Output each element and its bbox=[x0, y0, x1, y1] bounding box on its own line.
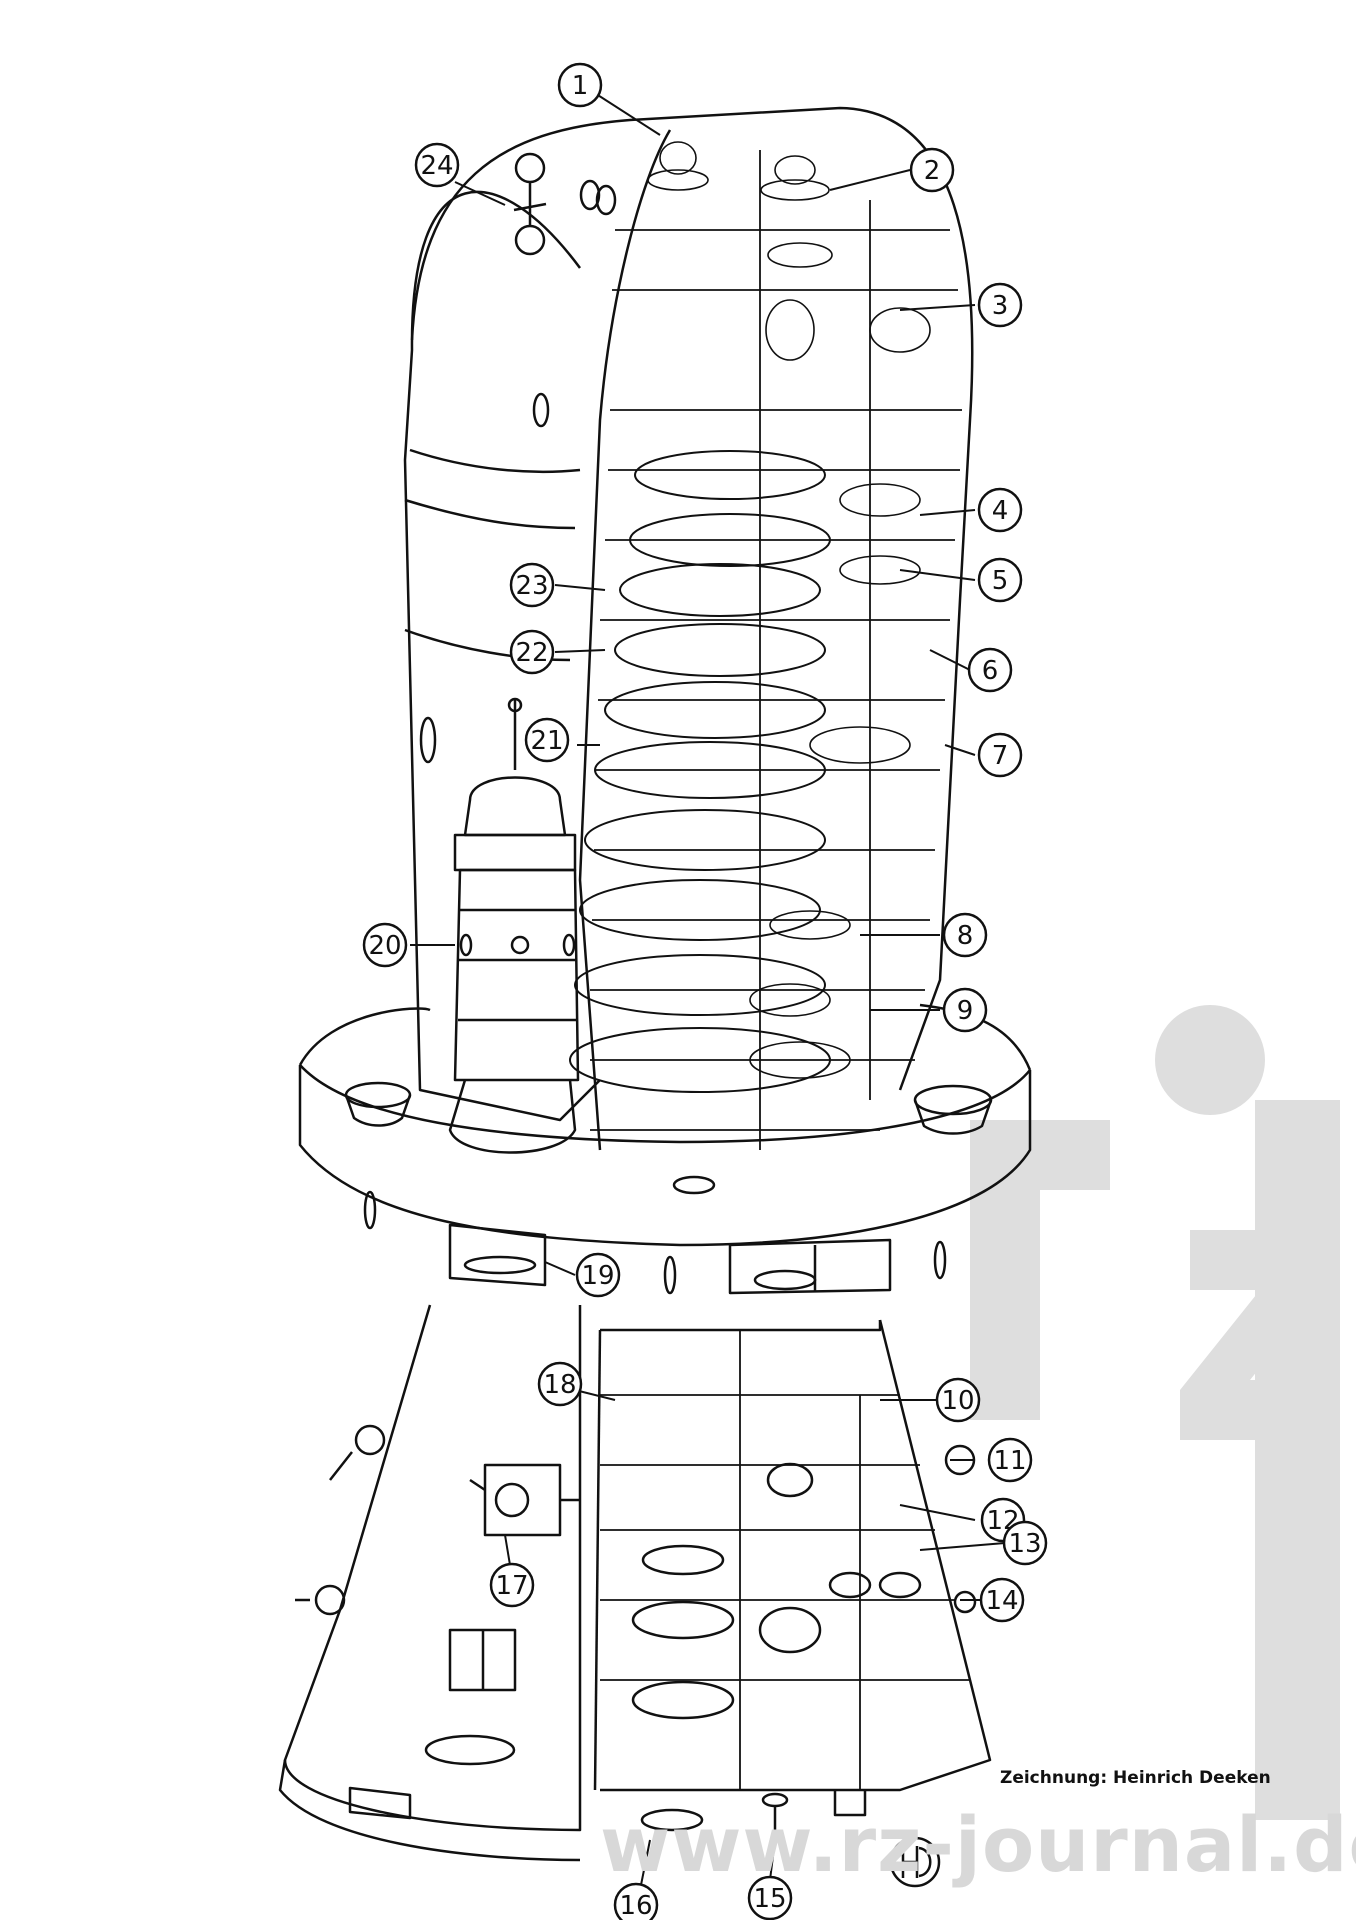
lower-module bbox=[278, 1304, 992, 1862]
callout-number: 19 bbox=[581, 1261, 614, 1291]
callout-circle bbox=[414, 142, 460, 188]
callout-circle bbox=[979, 1577, 1025, 1623]
callout-number: 14 bbox=[985, 1586, 1018, 1616]
callout-number: 22 bbox=[515, 638, 548, 668]
callout-number: 16 bbox=[619, 1891, 652, 1920]
callout-number: 8 bbox=[957, 921, 974, 951]
callout-number: 4 bbox=[992, 496, 1009, 526]
callout-20: 20 bbox=[362, 922, 408, 968]
leader-lines bbox=[410, 89, 1006, 1891]
callout-number: 20 bbox=[368, 931, 401, 961]
callout-number: 17 bbox=[495, 1571, 528, 1601]
callout-8: 8 bbox=[942, 912, 988, 958]
callout-circle bbox=[977, 487, 1023, 533]
signature-mark bbox=[889, 1836, 941, 1888]
callout-4: 4 bbox=[977, 487, 1023, 533]
callout-circle bbox=[977, 557, 1023, 603]
callout-21: 21 bbox=[524, 717, 570, 763]
callout-10: 10 bbox=[935, 1377, 981, 1423]
callout-number: 11 bbox=[993, 1446, 1026, 1476]
callout-5: 5 bbox=[977, 557, 1023, 603]
callout-circle bbox=[362, 922, 408, 968]
callout-circle bbox=[524, 717, 570, 763]
callout-number: 9 bbox=[957, 996, 974, 1026]
callout-circle bbox=[747, 1875, 793, 1921]
callout-number: 18 bbox=[543, 1370, 576, 1400]
watermark-logo bbox=[970, 1005, 1340, 1820]
callout-circle bbox=[977, 282, 1023, 328]
callout-number: 1 bbox=[572, 71, 589, 101]
callout-number: 7 bbox=[992, 741, 1009, 771]
callout-circle bbox=[942, 987, 988, 1033]
callout-1: 1 bbox=[557, 62, 603, 108]
callout-circle bbox=[575, 1252, 621, 1298]
upper-module bbox=[403, 106, 974, 1151]
callout-number: 6 bbox=[982, 656, 999, 686]
callout-circle bbox=[489, 1562, 535, 1608]
callout-13: 13 bbox=[1002, 1520, 1048, 1566]
callout-number: 3 bbox=[992, 291, 1009, 321]
callout-circle bbox=[967, 647, 1013, 693]
callout-number: 21 bbox=[530, 726, 563, 756]
docked-capsule bbox=[448, 697, 580, 1154]
callout-3: 3 bbox=[977, 282, 1023, 328]
callout-number: 15 bbox=[753, 1884, 786, 1914]
callout-circle bbox=[977, 732, 1023, 778]
callout-number: 5 bbox=[992, 566, 1009, 596]
callout-16: 16 bbox=[613, 1882, 659, 1925]
callout-15: 15 bbox=[747, 1875, 793, 1921]
callout-circle bbox=[537, 1361, 583, 1407]
callout-6: 6 bbox=[967, 647, 1013, 693]
callout-circle bbox=[942, 912, 988, 958]
callout-19: 19 bbox=[575, 1252, 621, 1298]
callout-2: 2 bbox=[909, 147, 955, 193]
callout-number: 24 bbox=[420, 151, 453, 181]
callout-circle bbox=[509, 562, 555, 608]
callout-number: 23 bbox=[515, 571, 548, 601]
drawing-credit: Zeichnung: Heinrich Deeken bbox=[1000, 1768, 1271, 1788]
callout-number: 13 bbox=[1008, 1529, 1041, 1559]
callout-22: 22 bbox=[509, 629, 555, 675]
callout-circle bbox=[1002, 1520, 1048, 1566]
callout-9: 9 bbox=[942, 987, 988, 1033]
callout-17: 17 bbox=[489, 1562, 535, 1608]
callout-circle bbox=[613, 1882, 659, 1925]
callout-number: 2 bbox=[924, 156, 941, 186]
callout-24: 24 bbox=[414, 142, 460, 188]
callout-circle bbox=[557, 62, 603, 108]
callout-circle bbox=[987, 1437, 1033, 1483]
callout-11: 11 bbox=[987, 1437, 1033, 1483]
watermark-url: www.rz-journal.de bbox=[600, 1800, 1356, 1889]
callout-circle bbox=[909, 147, 955, 193]
callout-number: 10 bbox=[941, 1386, 974, 1416]
callout-18: 18 bbox=[537, 1361, 583, 1407]
callout-7: 7 bbox=[977, 732, 1023, 778]
callout-23: 23 bbox=[509, 562, 555, 608]
callout-circle bbox=[509, 629, 555, 675]
callout-14: 14 bbox=[979, 1577, 1025, 1623]
ring-platform bbox=[298, 1003, 1032, 1295]
callout-circle bbox=[935, 1377, 981, 1423]
